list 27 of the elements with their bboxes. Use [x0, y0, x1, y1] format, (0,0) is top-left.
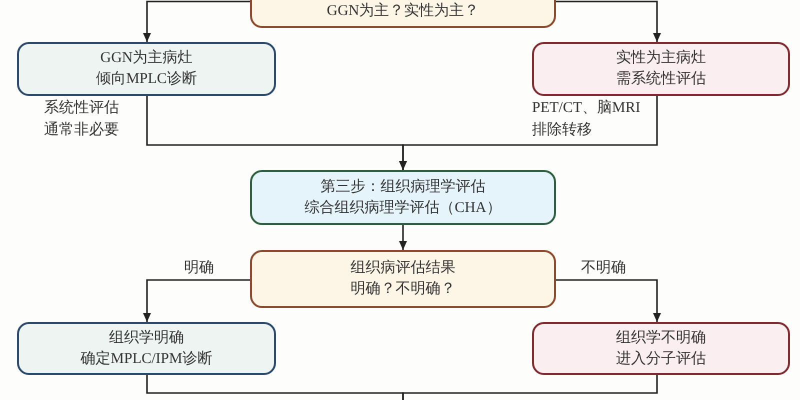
decision-box [250, 0, 556, 28]
box-text: 倾向MPLC诊断 [96, 70, 197, 89]
arrow [143, 0, 250, 42]
arrow [556, 0, 661, 42]
arrow [556, 279, 661, 322]
process-box [250, 170, 556, 225]
box-text: 第三步：组织病理学评估 [320, 178, 486, 196]
arrow [399, 96, 658, 170]
box-text: GGN为主？实性为主？ [326, 1, 480, 21]
outcome-box [17, 42, 276, 96]
box-text: 组织病评估结果 [350, 258, 456, 278]
box-text: 组织学不明确 [616, 328, 706, 348]
box-text: 需系统性评估 [616, 70, 706, 89]
outcome-box [532, 322, 790, 375]
outcome-box [17, 322, 276, 375]
connector-line [402, 375, 658, 400]
box-text: 实性为主病灶 [616, 48, 706, 68]
decision-box [250, 250, 556, 308]
box-text: 组织学明确 [109, 328, 184, 348]
box-text: 进入分子评估 [616, 350, 706, 368]
box-text: 综合组织病理学评估（CHA） [304, 198, 502, 218]
box-text: 明确？不明确？ [350, 280, 456, 299]
box-text: GGN为主病灶 [100, 48, 193, 68]
outcome-box [532, 42, 790, 96]
box-text: 确定MPLC/IPM诊断 [80, 349, 212, 368]
arrow [143, 279, 250, 322]
arrow [399, 225, 407, 250]
